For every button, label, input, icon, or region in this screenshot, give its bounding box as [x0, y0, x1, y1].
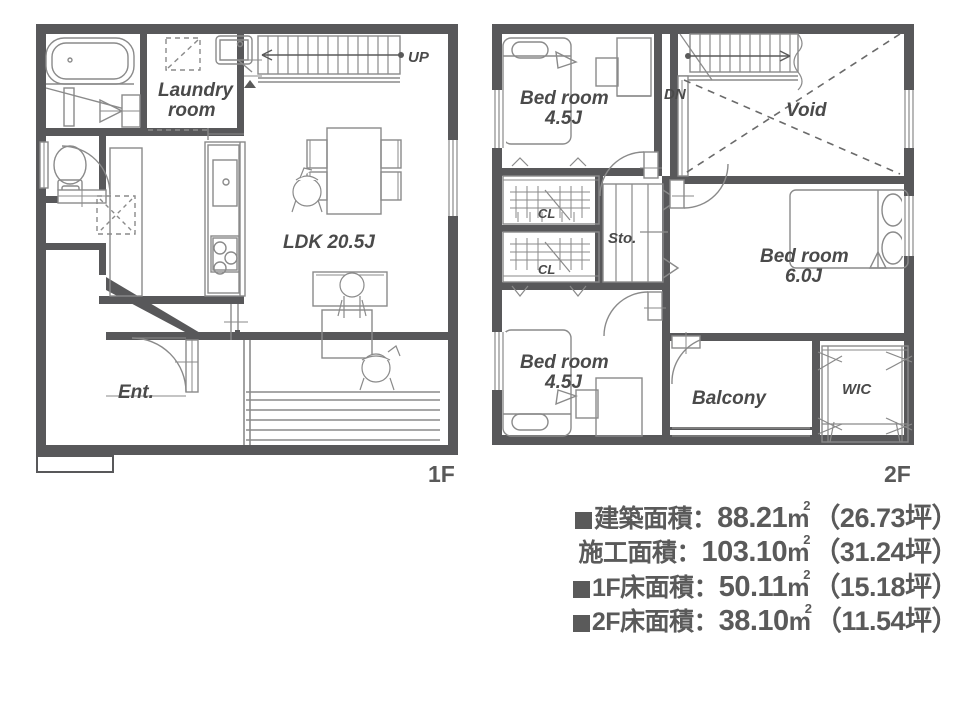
area-tsubo: （11.54坪）	[814, 606, 959, 637]
label-bedroom-topleft-line1: Bed room	[520, 88, 609, 109]
2f-fixtures	[492, 33, 916, 443]
area-value: 50.11	[718, 570, 788, 603]
label-bedroom-right-line2: 6.0J	[785, 266, 822, 287]
label-floor-2f: 2F	[884, 461, 911, 487]
area-tsubo: （26.73坪）	[813, 503, 958, 533]
area-label: 施工面積	[578, 539, 677, 568]
area-label: 1F床面積	[592, 573, 694, 602]
label-bedroom-bottomleft-line1: Bed room	[520, 352, 609, 373]
area-colon: ：	[676, 539, 702, 568]
label-ldk: LDK 20.5J	[283, 232, 375, 253]
label-closet-upper: CL	[538, 206, 555, 221]
area-colon: ：	[693, 573, 719, 602]
label-floor-1f: 1F	[428, 461, 455, 487]
label-bedroom-bottomleft-line2: 4.5J	[544, 372, 582, 393]
label-laundry-line2: room	[168, 100, 216, 121]
label-bedroom-topleft-line2: 4.5J	[544, 108, 582, 129]
area-value: 38.10	[718, 605, 790, 638]
area-tsubo: （15.18坪）	[813, 571, 958, 602]
label-storage: Sto.	[608, 230, 636, 247]
area-bullet-icon	[575, 512, 593, 529]
area-bullet-icon	[572, 615, 590, 633]
label-bedroom-right-line1: Bed room	[760, 246, 849, 267]
label-stair-dn: DN	[664, 86, 687, 103]
label-closet-lower: CL	[538, 262, 555, 277]
1f-walls	[36, 24, 458, 473]
area-label: 建築面積	[594, 505, 693, 533]
area-bullet-icon	[559, 546, 576, 563]
label-stair-up: UP	[408, 49, 430, 66]
first-floor-plan: Laundry room LDK 20.5J Ent. UP 1F	[36, 24, 460, 487]
second-floor-plan: Bed room 4.5J Bed room 4.5J Bed room 6.0…	[492, 24, 916, 487]
area-value: 88.21	[717, 502, 788, 534]
label-balcony: Balcony	[692, 388, 767, 409]
area-colon: ：	[692, 505, 718, 533]
label-wic: WIC	[842, 381, 872, 398]
area-value: 103.10	[701, 536, 788, 569]
area-tsubo: （31.24坪）	[813, 537, 958, 568]
label-void: Void	[786, 100, 827, 121]
area-label: 2F床面積	[591, 608, 694, 637]
area-colon: ：	[693, 608, 719, 637]
label-entrance: Ent.	[118, 382, 154, 403]
1f-fixtures	[39, 35, 460, 445]
area-bullet-icon	[573, 580, 590, 598]
label-laundry-line1: Laundry	[158, 80, 234, 101]
